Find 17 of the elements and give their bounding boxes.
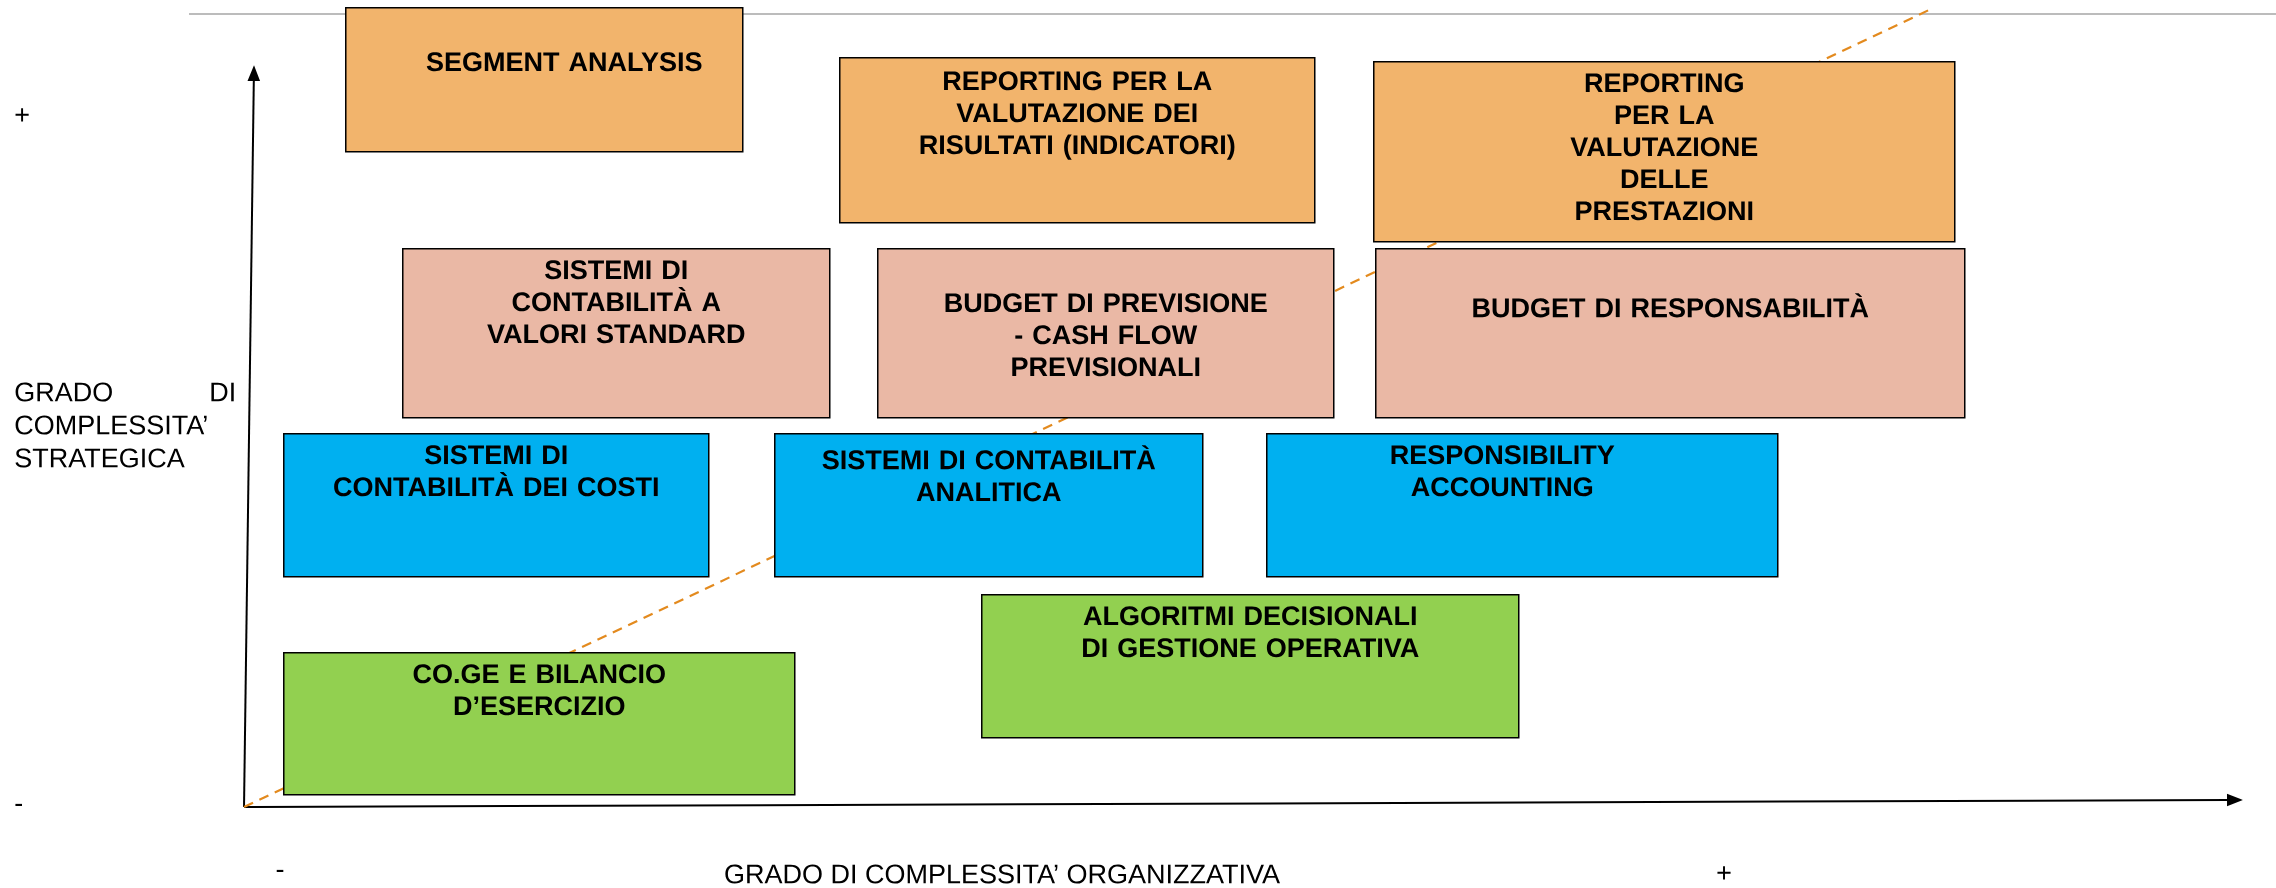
process-box: CO.GE E BILANCIO D’ESERCIZIO: [283, 652, 796, 796]
process-box: SEGMENT ANALYSIS: [345, 7, 744, 153]
process-box: REPORTING PER LA VALUTAZIONE DELLE PRESTAZIONI: [1373, 61, 1956, 243]
axis-label: -: [276, 869, 284, 872]
process-box: SISTEMI DI CONTABILITÀ DEI COSTI: [283, 433, 710, 578]
process-box: SISTEMI DI CONTABILITÀ ANALITICA: [774, 433, 1204, 578]
process-box: ALGORITMI DECISIONALI DI GESTIONE OPERATIVA: [981, 594, 1520, 739]
axis-label: -: [15, 803, 22, 806]
axis-label: +: [1717, 866, 1731, 880]
process-box: REPORTING PER LA VALUTAZIONE DEI RISULTATI (INDICATORI): [839, 57, 1316, 224]
axis-label: +: [15, 108, 29, 122]
axis-label: GRADO DI COMPLESSITA’ ORGANIZZATIVA: [725, 864, 1280, 884]
process-box: BUDGET DI RESPONSABILITÀ: [1375, 248, 1966, 419]
process-box: BUDGET DI PREVISIONE - CASH FLOW PREVISIONALI: [877, 248, 1335, 419]
process-box: RESPONSIBILITY ACCOUNTING: [1266, 433, 1779, 578]
axis-label: GRADO DI COMPLESSITA’ STRATEGICA: [15, 382, 234, 468]
process-box: SISTEMI DI CONTABILITÀ A VALORI STANDARD: [402, 248, 831, 419]
